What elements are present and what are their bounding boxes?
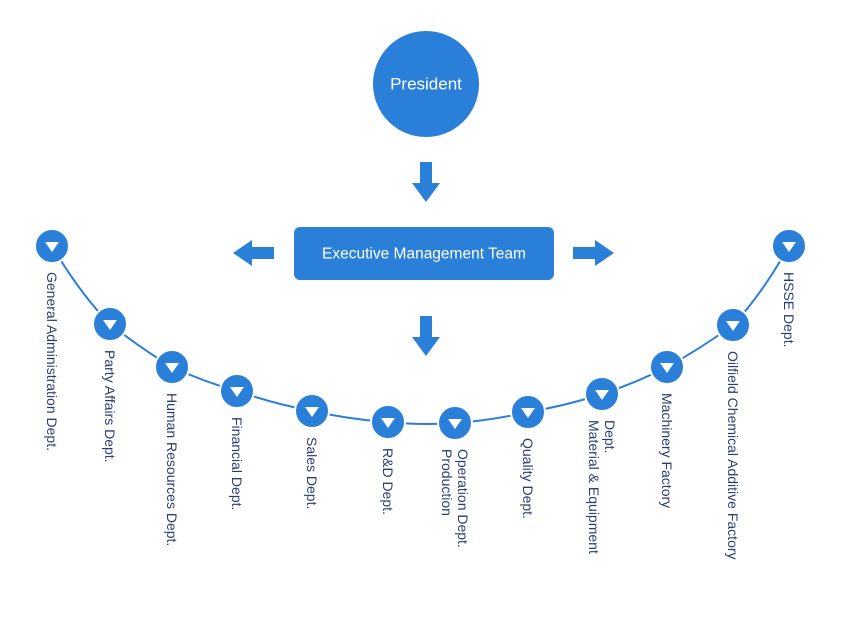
department-label: Production [439,449,455,516]
down-triangle-icon [45,242,59,252]
arrow-left-icon [233,240,274,266]
department-label: Sales Dept. [304,437,320,509]
down-triangle-icon [726,321,740,331]
department-label: Machinery Factory [659,393,675,508]
department-node-party-affairs[interactable]: Party Affairs Dept. [92,306,128,463]
president-label: President [390,75,462,94]
down-triangle-icon [660,363,674,373]
down-triangle-icon [521,408,535,418]
department-node-human-resources[interactable]: Human Resources Dept. [154,349,190,546]
department-node-quality[interactable]: Quality Dept. [510,394,546,519]
department-label: Dept. [602,420,618,453]
down-triangle-icon [448,419,462,429]
department-label: Operation Dept. [455,449,471,548]
department-node-machinery-factory[interactable]: Machinery Factory [649,349,685,508]
department-label: Party Affairs Dept. [102,350,118,463]
arrow-right-icon [573,240,614,266]
executive-box [294,227,554,280]
department-label: Material & Equipment [586,420,602,554]
department-label: Financial Dept. [229,417,245,510]
down-triangle-icon [165,363,179,373]
department-node-general-admin[interactable]: General Administration Dept. [34,228,70,451]
department-node-sales[interactable]: Sales Dept. [294,393,330,509]
department-label: Oilfield Chemical Additive Factory [725,351,741,560]
down-triangle-icon [305,407,319,417]
department-label: General Administration Dept. [44,272,60,451]
department-label: Quality Dept. [520,438,536,519]
department-list: General Administration Dept. Party Affair… [34,228,807,560]
department-node-hsse[interactable]: HSSE Dept. [771,228,807,347]
president-circle [373,31,479,137]
down-triangle-icon [595,390,609,400]
down-triangle-icon [381,418,395,428]
executive-node[interactable]: Executive Management Team [294,227,554,280]
department-label: Human Resources Dept. [164,393,180,546]
executive-label: Executive Management Team [322,246,526,263]
department-node-oilfield-chemical[interactable]: Oilfield Chemical Additive Factory [715,307,751,560]
down-triangle-icon [103,320,117,330]
president-node[interactable]: President [373,31,479,137]
arrow-down-icon [412,162,440,202]
down-triangle-icon [782,242,796,252]
department-node-rnd[interactable]: R&D Dept. [370,404,406,515]
department-label: R&D Dept. [380,448,396,515]
arrow-down-icon [412,316,440,356]
down-triangle-icon [230,387,244,397]
department-node-financial[interactable]: Financial Dept. [219,373,255,510]
department-label: HSSE Dept. [781,272,797,347]
